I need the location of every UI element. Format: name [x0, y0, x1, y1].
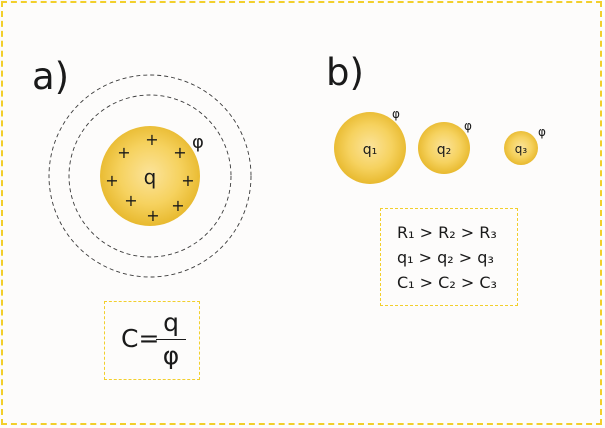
- panel-b-label: b): [326, 51, 364, 94]
- plus-sign: +: [117, 143, 130, 162]
- plus-sign: +: [171, 196, 184, 215]
- formula-denominator: φ: [162, 341, 180, 370]
- plus-sign: +: [124, 191, 137, 210]
- relations-box: R₁ > R₂ > R₃ q₁ > q₂ > q₃ C₁ > C₂ > C₃: [380, 208, 518, 306]
- plus-sign: +: [145, 130, 158, 149]
- sphere-2-label: q₂: [437, 142, 452, 158]
- potential-label-b1: φ: [392, 107, 400, 121]
- potential-label-b2: φ: [464, 119, 472, 133]
- formula-lhs: C=: [121, 324, 160, 353]
- formula-fraction: q φ: [156, 310, 186, 368]
- equipotential-ring-outer: [48, 74, 252, 278]
- plus-sign: +: [173, 143, 186, 162]
- sphere-1-label: q₁: [363, 142, 378, 158]
- sphere-1: [334, 112, 406, 184]
- relation-capacitance: C₁ > C₂ > C₃: [397, 273, 497, 292]
- potential-label-b3: φ: [538, 125, 546, 139]
- capacitance-formula-box: C= q φ: [104, 301, 200, 380]
- relation-radius: R₁ > R₂ > R₃: [397, 223, 497, 242]
- sphere-2: [418, 122, 470, 174]
- sphere-charge-label: q: [144, 165, 157, 189]
- equipotential-ring-inner: [68, 94, 232, 258]
- plus-signs: + + + + + + + +: [105, 130, 194, 225]
- potential-label-a: φ: [192, 132, 204, 153]
- panel-a-label: a): [32, 55, 70, 98]
- relation-charge: q₁ > q₂ > q₃: [397, 248, 494, 267]
- plus-sign: +: [146, 206, 159, 225]
- formula-numerator: q: [163, 308, 179, 337]
- sphere-3-label: q₃: [515, 142, 528, 156]
- equipotential-rings: [48, 74, 252, 278]
- plus-sign: +: [105, 171, 118, 190]
- charged-sphere: [100, 126, 200, 226]
- sphere-3: [504, 131, 538, 165]
- plus-sign: +: [181, 171, 194, 190]
- fraction-bar: [156, 339, 186, 340]
